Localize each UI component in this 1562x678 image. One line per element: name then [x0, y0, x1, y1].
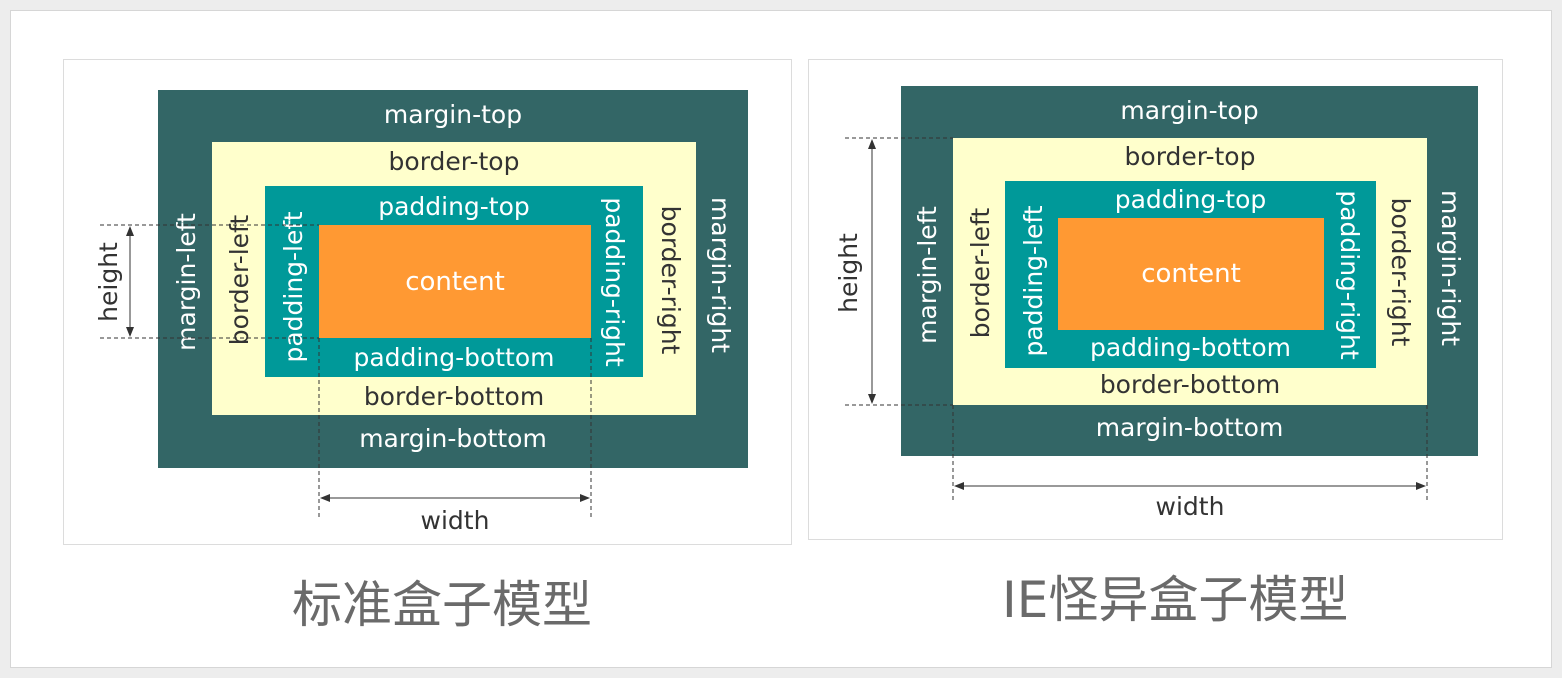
standard-margin-top-label: margin-top	[383, 100, 523, 129]
standard-content-area: content	[319, 225, 591, 338]
ie-padding-bottom-label: padding-bottom	[1089, 333, 1292, 362]
ie-height-text: height	[834, 233, 863, 313]
ie-border-bottom-label: border-bottom	[1099, 370, 1281, 399]
ie-width-arrowhead-left	[954, 482, 964, 490]
standard-padding-bottom-label: padding-bottom	[353, 343, 555, 372]
standard-padding-top-label: padding-top	[378, 192, 530, 221]
ie-content-label: content	[1141, 259, 1241, 289]
ie-padding-top-label: padding-top	[1114, 185, 1267, 214]
standard-width-arrowhead-right	[580, 494, 590, 502]
standard-height-arrowhead-down	[126, 327, 134, 337]
standard-width-label: width	[420, 506, 490, 535]
standard-border-top-label: border-top	[388, 147, 520, 176]
standard-margin-bottom-label: margin-bottom	[359, 424, 547, 453]
ie-height-arrowhead-down	[868, 394, 876, 404]
ie-border-top-label: border-top	[1124, 142, 1256, 171]
standard-caption: 标准盒子模型	[292, 576, 592, 634]
ie-caption: IE怪异盒子模型	[1002, 571, 1349, 629]
standard-width-arrowhead-left	[320, 494, 330, 502]
ie-margin-bottom-label: margin-bottom	[1095, 413, 1284, 442]
ie-height-arrowhead-up	[868, 139, 876, 149]
ie-width-arrowhead-right	[1416, 482, 1426, 490]
ie-content-area: content	[1058, 218, 1324, 330]
standard-height-arrowhead-up	[126, 226, 134, 236]
ie-margin-top-label: margin-top	[1120, 96, 1259, 125]
ie-width-label: width	[1155, 492, 1225, 521]
standard-border-bottom-label: border-bottom	[363, 382, 545, 411]
standard-content-label: content	[405, 266, 505, 297]
